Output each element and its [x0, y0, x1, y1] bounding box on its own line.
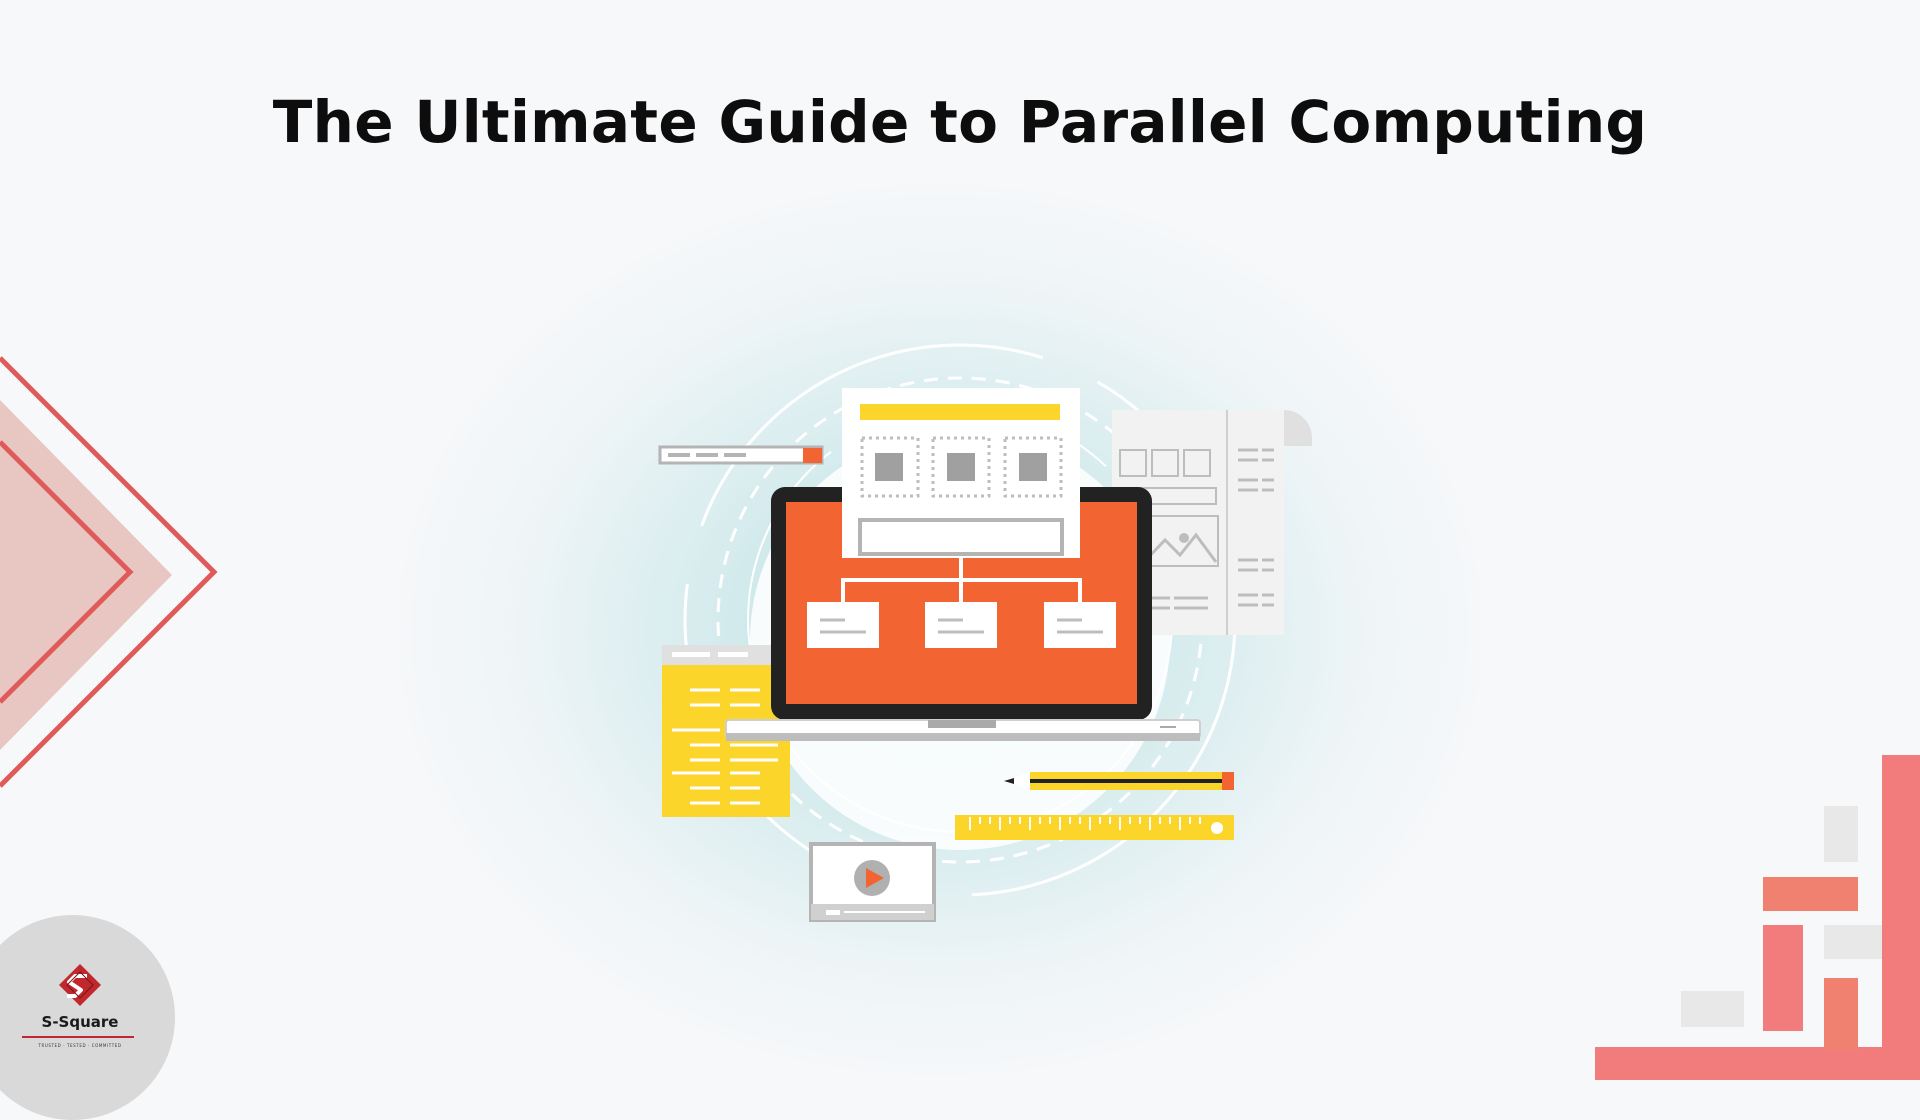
logo-name: S-Square [41, 1013, 119, 1031]
logo-divider [22, 1036, 134, 1038]
left-triangle-decoration [0, 356, 218, 788]
parallel-computing-illustration [658, 343, 1312, 922]
search-bar-icon [658, 445, 824, 465]
page-title: The Ultimate Guide to Parallel Computing [272, 88, 1648, 156]
document-icon [842, 388, 1080, 558]
s-square-logo-icon [59, 964, 101, 1006]
video-player-icon [809, 842, 936, 922]
pencil-icon [1004, 772, 1234, 790]
ruler-icon [955, 815, 1234, 840]
bar-blocks-decoration [1595, 755, 1920, 1080]
logo-tagline: TRUSTED · TESTED · COMMITTED [38, 1043, 122, 1048]
flowchart-icon [807, 558, 1116, 648]
